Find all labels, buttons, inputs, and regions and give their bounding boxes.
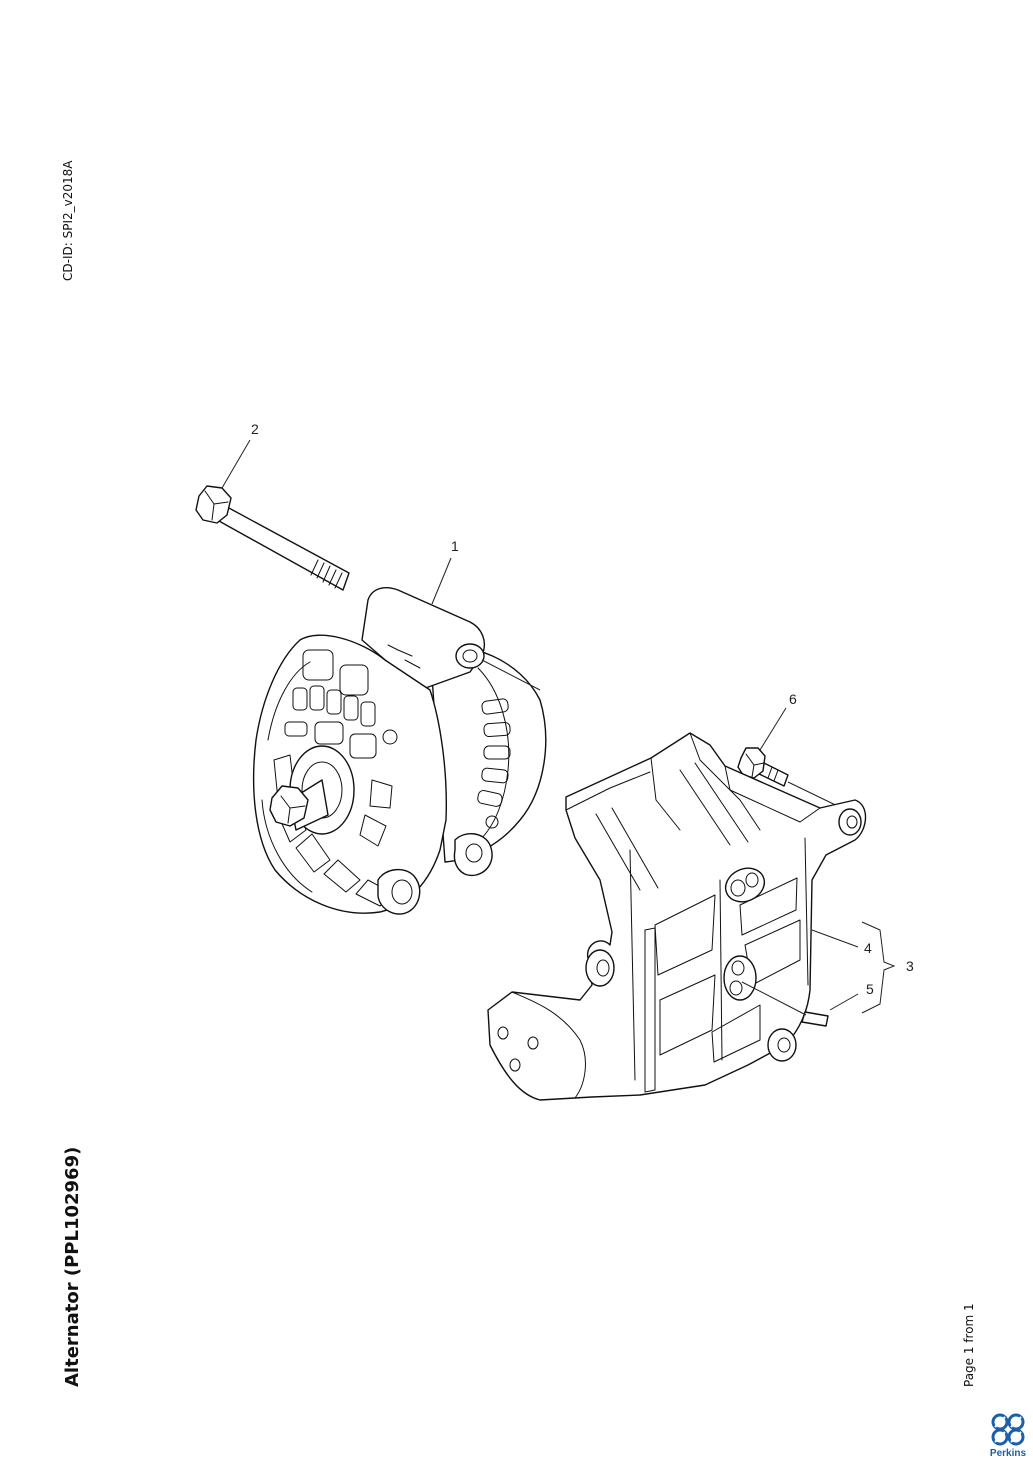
- brand-name: Perkins: [990, 1448, 1027, 1459]
- callout-leaders: [221, 439, 896, 1014]
- callout-1: 1: [451, 538, 459, 554]
- perkins-logo: Perkins: [990, 1413, 1027, 1459]
- bolt-part-6: [737, 747, 851, 813]
- alternator-part-1: [252, 587, 547, 915]
- callout-4: 4: [864, 940, 872, 956]
- bolt-part-2: [195, 485, 350, 591]
- callout-5: 5: [866, 981, 874, 997]
- callout-2: 2: [251, 421, 259, 437]
- callout-3: 3: [906, 958, 914, 974]
- callout-6: 6: [789, 691, 797, 707]
- mounting-bracket: [487, 732, 867, 1101]
